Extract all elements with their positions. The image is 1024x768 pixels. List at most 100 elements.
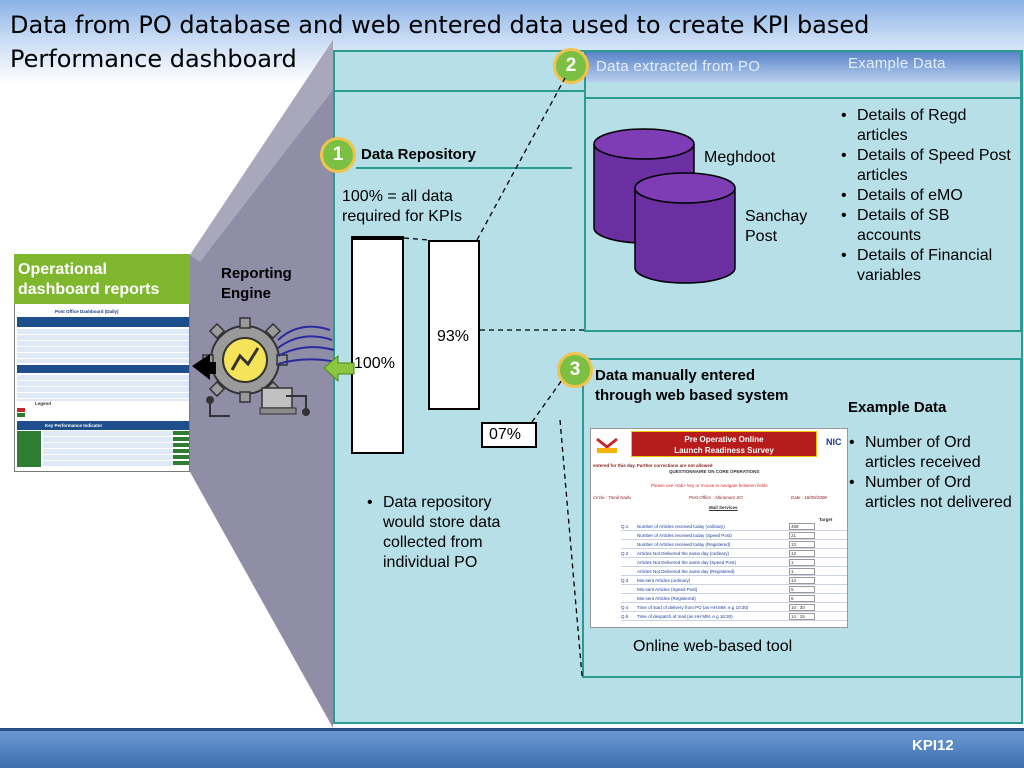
web-tool-row-question: Time of despatch of mail (as HH:MM, e.g … <box>637 614 733 619</box>
web-tool-row: Q.3 Mis-sent Articles (ordinary) 14 <box>621 577 847 585</box>
web-tool-row: Number of Articles received today (Regis… <box>621 541 847 549</box>
bar-total-label: 100% <box>354 355 395 372</box>
web-tool-row-question: Mis-sent Articles (ordinary) <box>637 578 691 583</box>
manual-examples-list: Number of Ord articles received Number o… <box>849 433 1019 513</box>
dashboard-thumb-kpi-label: Key Performance Indicator <box>45 423 103 428</box>
extracted-example-item: Details of SB accounts <box>841 206 1017 246</box>
step-2-badge: 2 <box>553 48 589 84</box>
web-tool-row-question: Articles Not Delivered the same day (ord… <box>637 551 730 556</box>
database-cylinders <box>593 128 736 284</box>
web-tool-row-question: Mis-sent Articles (Speed Post) <box>637 587 698 592</box>
extracted-examples-list: Details of Regd articles Details of Spee… <box>841 106 1017 286</box>
computer-icon <box>259 387 297 415</box>
footer-bar <box>0 728 1024 768</box>
web-tool-header: Pre Operative Online Launch Readiness Su… <box>591 429 847 461</box>
web-tool-row-question: Articles Not Delivered the same day (Reg… <box>637 569 735 574</box>
data-extract-divider <box>584 97 1022 332</box>
web-tool-row-question: Number of Articles received today (Speed… <box>637 533 732 538</box>
web-tool-row-number: Q.2 <box>621 551 629 556</box>
web-tool-row-input[interactable]: 6 <box>789 595 815 602</box>
example-data-header-bottom: Example Data <box>848 399 947 416</box>
manual-example-item: Number of Ord articles received <box>849 433 1019 473</box>
web-tool-row-input[interactable]: 468 <box>789 523 815 530</box>
web-tool-row-number: Q.3 <box>621 578 629 583</box>
dashboard-thumb-rows-2 <box>17 375 189 401</box>
web-tool-screenshot: Pre Operative Online Launch Readiness Su… <box>590 428 848 628</box>
web-tool-row-number: Q.1 <box>621 524 629 529</box>
web-tool-row-question: Mis-sent Articles (Registered) <box>637 596 696 601</box>
sanchay-post-cylinder-icon <box>634 172 736 284</box>
arrows <box>192 354 355 383</box>
web-tool-row-input[interactable]: 10 : 30 <box>789 604 815 611</box>
data-extract-header <box>586 52 1020 82</box>
repository-note: 100% = all data required for KPIs <box>342 188 463 225</box>
bar-extracted-label: 93% <box>437 328 470 345</box>
web-tool-row-question: Number of Articles received today (Regis… <box>637 542 731 547</box>
web-tool-row: Q.4 Time of start of delivery from PO (as… <box>621 604 847 612</box>
web-tool-row-input[interactable]: 14 <box>789 577 815 584</box>
legend-green-swatch <box>17 413 25 417</box>
web-tool-row: Q.2 Articles Not Delivered the same day (… <box>621 550 847 558</box>
reporting-engine-label: Reporting Engine <box>221 265 292 302</box>
web-tool-section: Mail Services <box>709 505 738 510</box>
manual-example-item: Number of Ord articles not delivered <box>849 473 1019 513</box>
web-tool-row-input[interactable]: 1 <box>789 568 815 575</box>
web-tool-title-1: Pre Operative Online <box>684 435 764 444</box>
step-1-badge: 1 <box>320 137 356 173</box>
web-tool-row-question: Time of start of delivery from PO (as HH… <box>637 605 749 610</box>
dashboard-thumb-rows <box>17 329 189 363</box>
bar-manual <box>481 422 537 448</box>
extracted-example-item: Details of Speed Post articles <box>841 146 1017 186</box>
web-tool-row-number: Q.5 <box>621 614 629 619</box>
web-tool-banner: Pre Operative Online Launch Readiness Su… <box>631 431 817 457</box>
repository-underline <box>356 167 572 169</box>
web-tool-row-input[interactable]: 12 <box>789 550 815 557</box>
repository-bullets: Data repository would store data collect… <box>367 493 537 573</box>
web-tool-row: Articles Not Delivered the same day (Spe… <box>621 559 847 567</box>
data-lines-icon <box>277 325 337 365</box>
meghdoot-label: Meghdoot <box>704 149 776 166</box>
funnel-highlight <box>190 40 333 262</box>
data-repository-label: Data Repository <box>361 146 477 163</box>
web-tool-row: Articles Not Delivered the same day (Reg… <box>621 568 847 576</box>
web-tool-row-input[interactable]: 13 <box>789 541 815 548</box>
extracted-example-item: Details of eMO <box>841 186 1017 206</box>
dashboard-thumb-kpi-rows <box>43 431 189 467</box>
web-tool-row: Number of Articles received today (Speed… <box>621 532 847 540</box>
web-tool-row-input[interactable]: 14 : 15 <box>789 613 815 620</box>
operational-dashboard-title: Operational dashboard reports <box>14 254 190 304</box>
legend-red-swatch <box>17 408 25 412</box>
web-tool-row: Q.5 Time of despatch of mail (as HH:MM, e… <box>621 613 847 621</box>
nic-logo: NIC <box>826 437 842 447</box>
web-tool-target: Target <box>819 517 833 522</box>
slide-label: KPI12 <box>912 737 954 754</box>
web-tool-questionnaire: QUESTIONNAIRE ON CORE OPERATIONS <box>669 469 760 474</box>
dashboard-thumb-title: Post Office Dashboard (Daily) <box>55 309 119 314</box>
web-tool-row-input[interactable]: 21 <box>789 532 815 539</box>
web-tool-circle: Circle : Tamil Nadu <box>593 495 631 500</box>
bar-extracted <box>428 240 480 411</box>
extracted-example-item: Details of Regd articles <box>841 106 1017 146</box>
dashboard-thumb-legend: Legend <box>35 401 52 406</box>
india-post-logo-icon <box>595 433 619 455</box>
data-extracted-header: Data extracted from PO <box>596 58 761 75</box>
web-tool-row-input[interactable]: 1 <box>789 559 815 566</box>
bar-manual-label: 07% <box>489 426 522 443</box>
sanchay-post-label: Sanchay Post <box>745 208 808 245</box>
manual-entry-label: Data manually entered through web based … <box>595 367 789 404</box>
extracted-example-item: Details of Financial variables <box>841 246 1017 286</box>
step-3-badge: 3 <box>557 352 593 388</box>
web-tool-po: Post Office : Abiramam SO <box>689 495 743 500</box>
web-tool-row-number: Q.4 <box>621 605 629 610</box>
dashboard-thumb-kpi-header <box>17 421 189 430</box>
repository-bullet-item: Data repository would store data collect… <box>367 493 537 573</box>
web-tool-row-question: Articles Not Delivered the same day (Spe… <box>637 560 737 565</box>
arrow-left-icon <box>323 354 355 383</box>
web-tool-row: Mis-sent Articles (Registered) 6 <box>621 595 847 603</box>
web-tool-row-input[interactable]: 5 <box>789 586 815 593</box>
example-data-header-top: Example Data <box>848 55 946 72</box>
web-tool-row: Mis-sent Articles (Speed Post) 5 <box>621 586 847 594</box>
bar-total <box>351 236 404 454</box>
